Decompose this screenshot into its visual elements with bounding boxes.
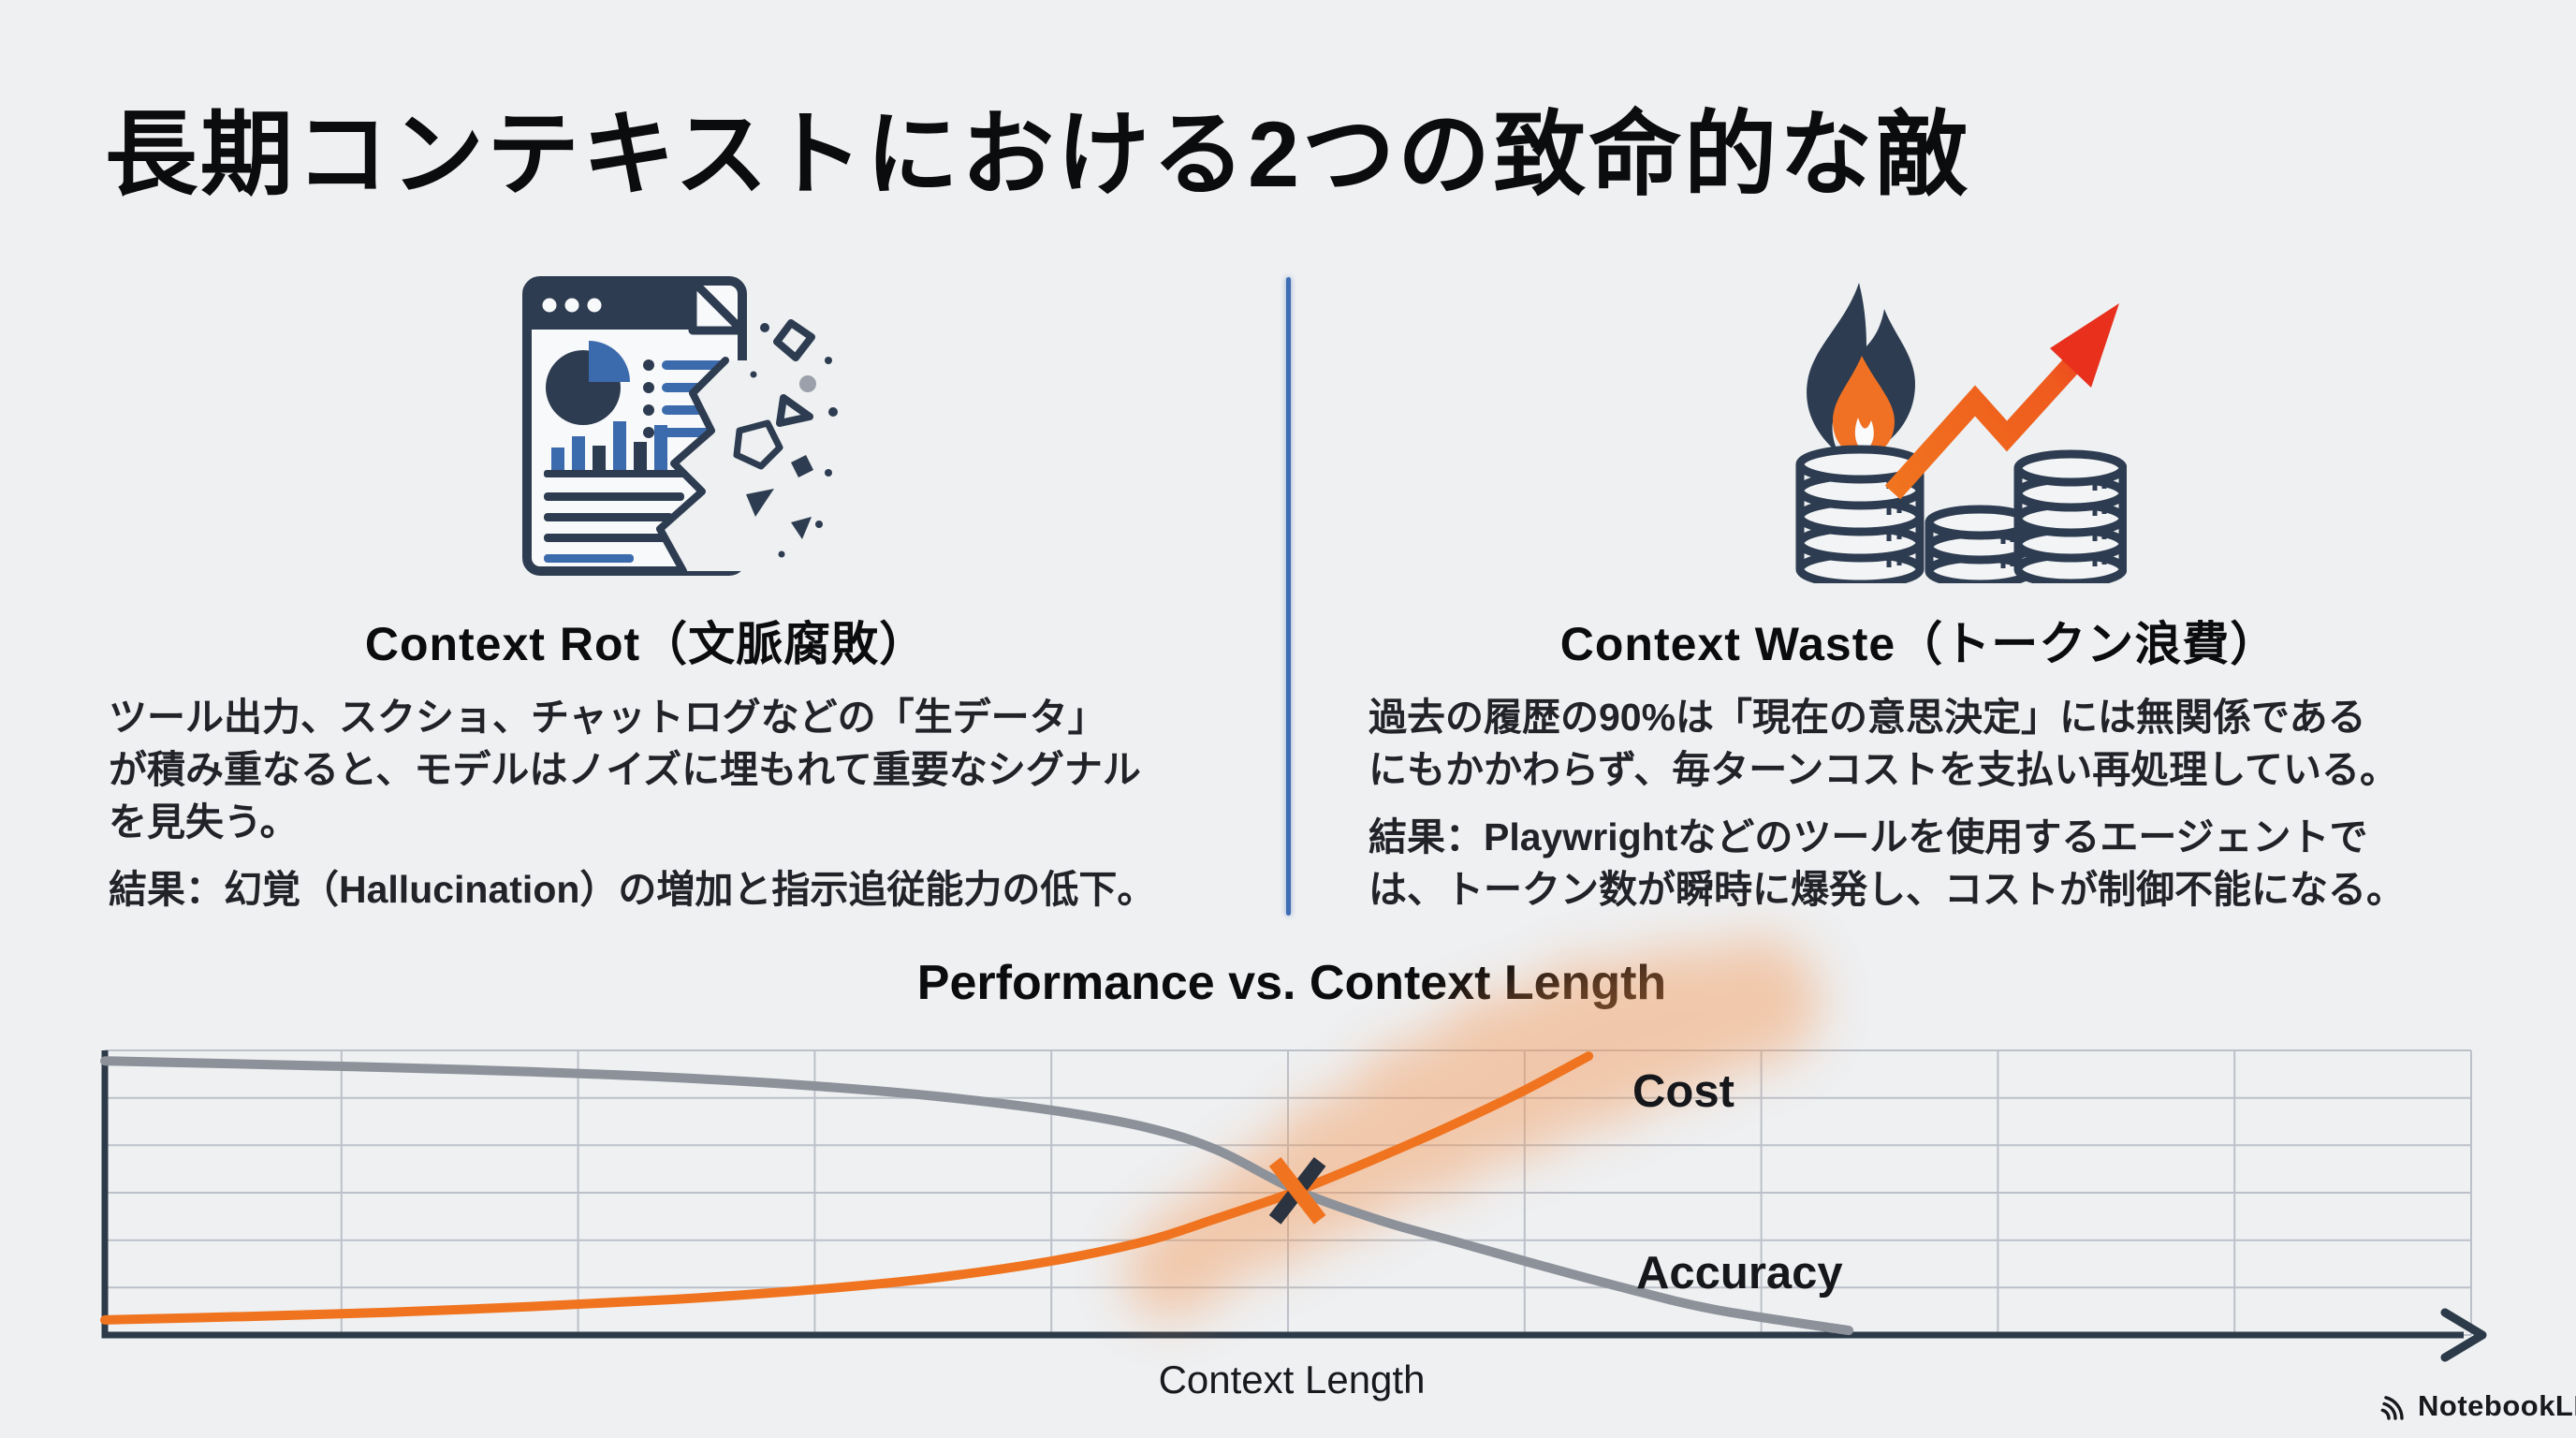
left-paragraph-1: ツール出力、スクショ、チャットログなどの「生データ」 が積み重なると、モデルはノ… [109,691,1307,848]
body-line: は、トークン数が瞬時に爆発し、コストが制御不能になる。 [1368,868,2405,911]
page-title: 長期コンテキストにおける2つの致命的な敵 [105,102,1971,206]
left-paragraph-2: 結果：幻覚（Hallucination）の増加と指示追従能力の低下。 [109,863,1307,916]
notebooklm-icon [2380,1396,2404,1420]
right-paragraph-2: 結果：Playwrightなどのツールを使用するエージェントで は、トークン数が… [1368,811,2576,916]
body-line: が積み重なると、モデルはノイズに埋もれて重要なシグナル [109,748,1141,791]
right-panel-heading: Context Waste（トークン浪費） [1559,618,2278,670]
burning-cost-icon [1795,283,2127,583]
body-line: 結果：Playwrightなどのツールを使用するエージェントで [1368,815,2368,858]
notebooklm-label: NotebookLM [2418,1389,2576,1422]
body-line: 過去の履歴の90%は「現在の意思決定」には無関係である [1368,696,2366,739]
broken-report-icon [522,276,838,576]
cost-curve-label: Cost [1632,1066,1734,1117]
accuracy-curve-label: Accuracy [1636,1248,1843,1299]
chart-curves [100,1051,1854,1336]
notebooklm-watermark: NotebookLM [2376,1389,2576,1423]
left-panel-heading: Context Rot（文脈腐敗） [364,618,928,670]
right-paragraph-1: 過去の履歴の90%は「現在の意思決定」には無関係である にもかかわらず、毎ターン… [1368,691,2576,796]
body-line: にもかかわらず、毎ターンコストを支払い再処理している。 [1368,748,2399,791]
left-panel-body: ツール出力、スクショ、チャットログなどの「生データ」 が積み重なると、モデルはノ… [109,691,1307,916]
body-line: ツール出力、スクショ、チャットログなどの「生データ」 [109,696,1106,739]
x-axis-label: Context Length [1158,1357,1426,1401]
body-line: を見失う。 [109,800,299,844]
chart-axes [101,1050,2487,1362]
body-line: 結果：幻覚（Hallucination）の増加と指示追従能力の低下。 [109,868,1156,911]
right-panel-body: 過去の履歴の90%は「現在の意思決定」には無関係である にもかかわらず、毎ターン… [1368,691,2576,916]
performance-vs-context-length-chart [100,936,2487,1362]
vertical-divider [1286,277,1291,916]
cost-curve-glow [1123,936,1821,1320]
x-axis-arrowhead [2440,1308,2487,1362]
